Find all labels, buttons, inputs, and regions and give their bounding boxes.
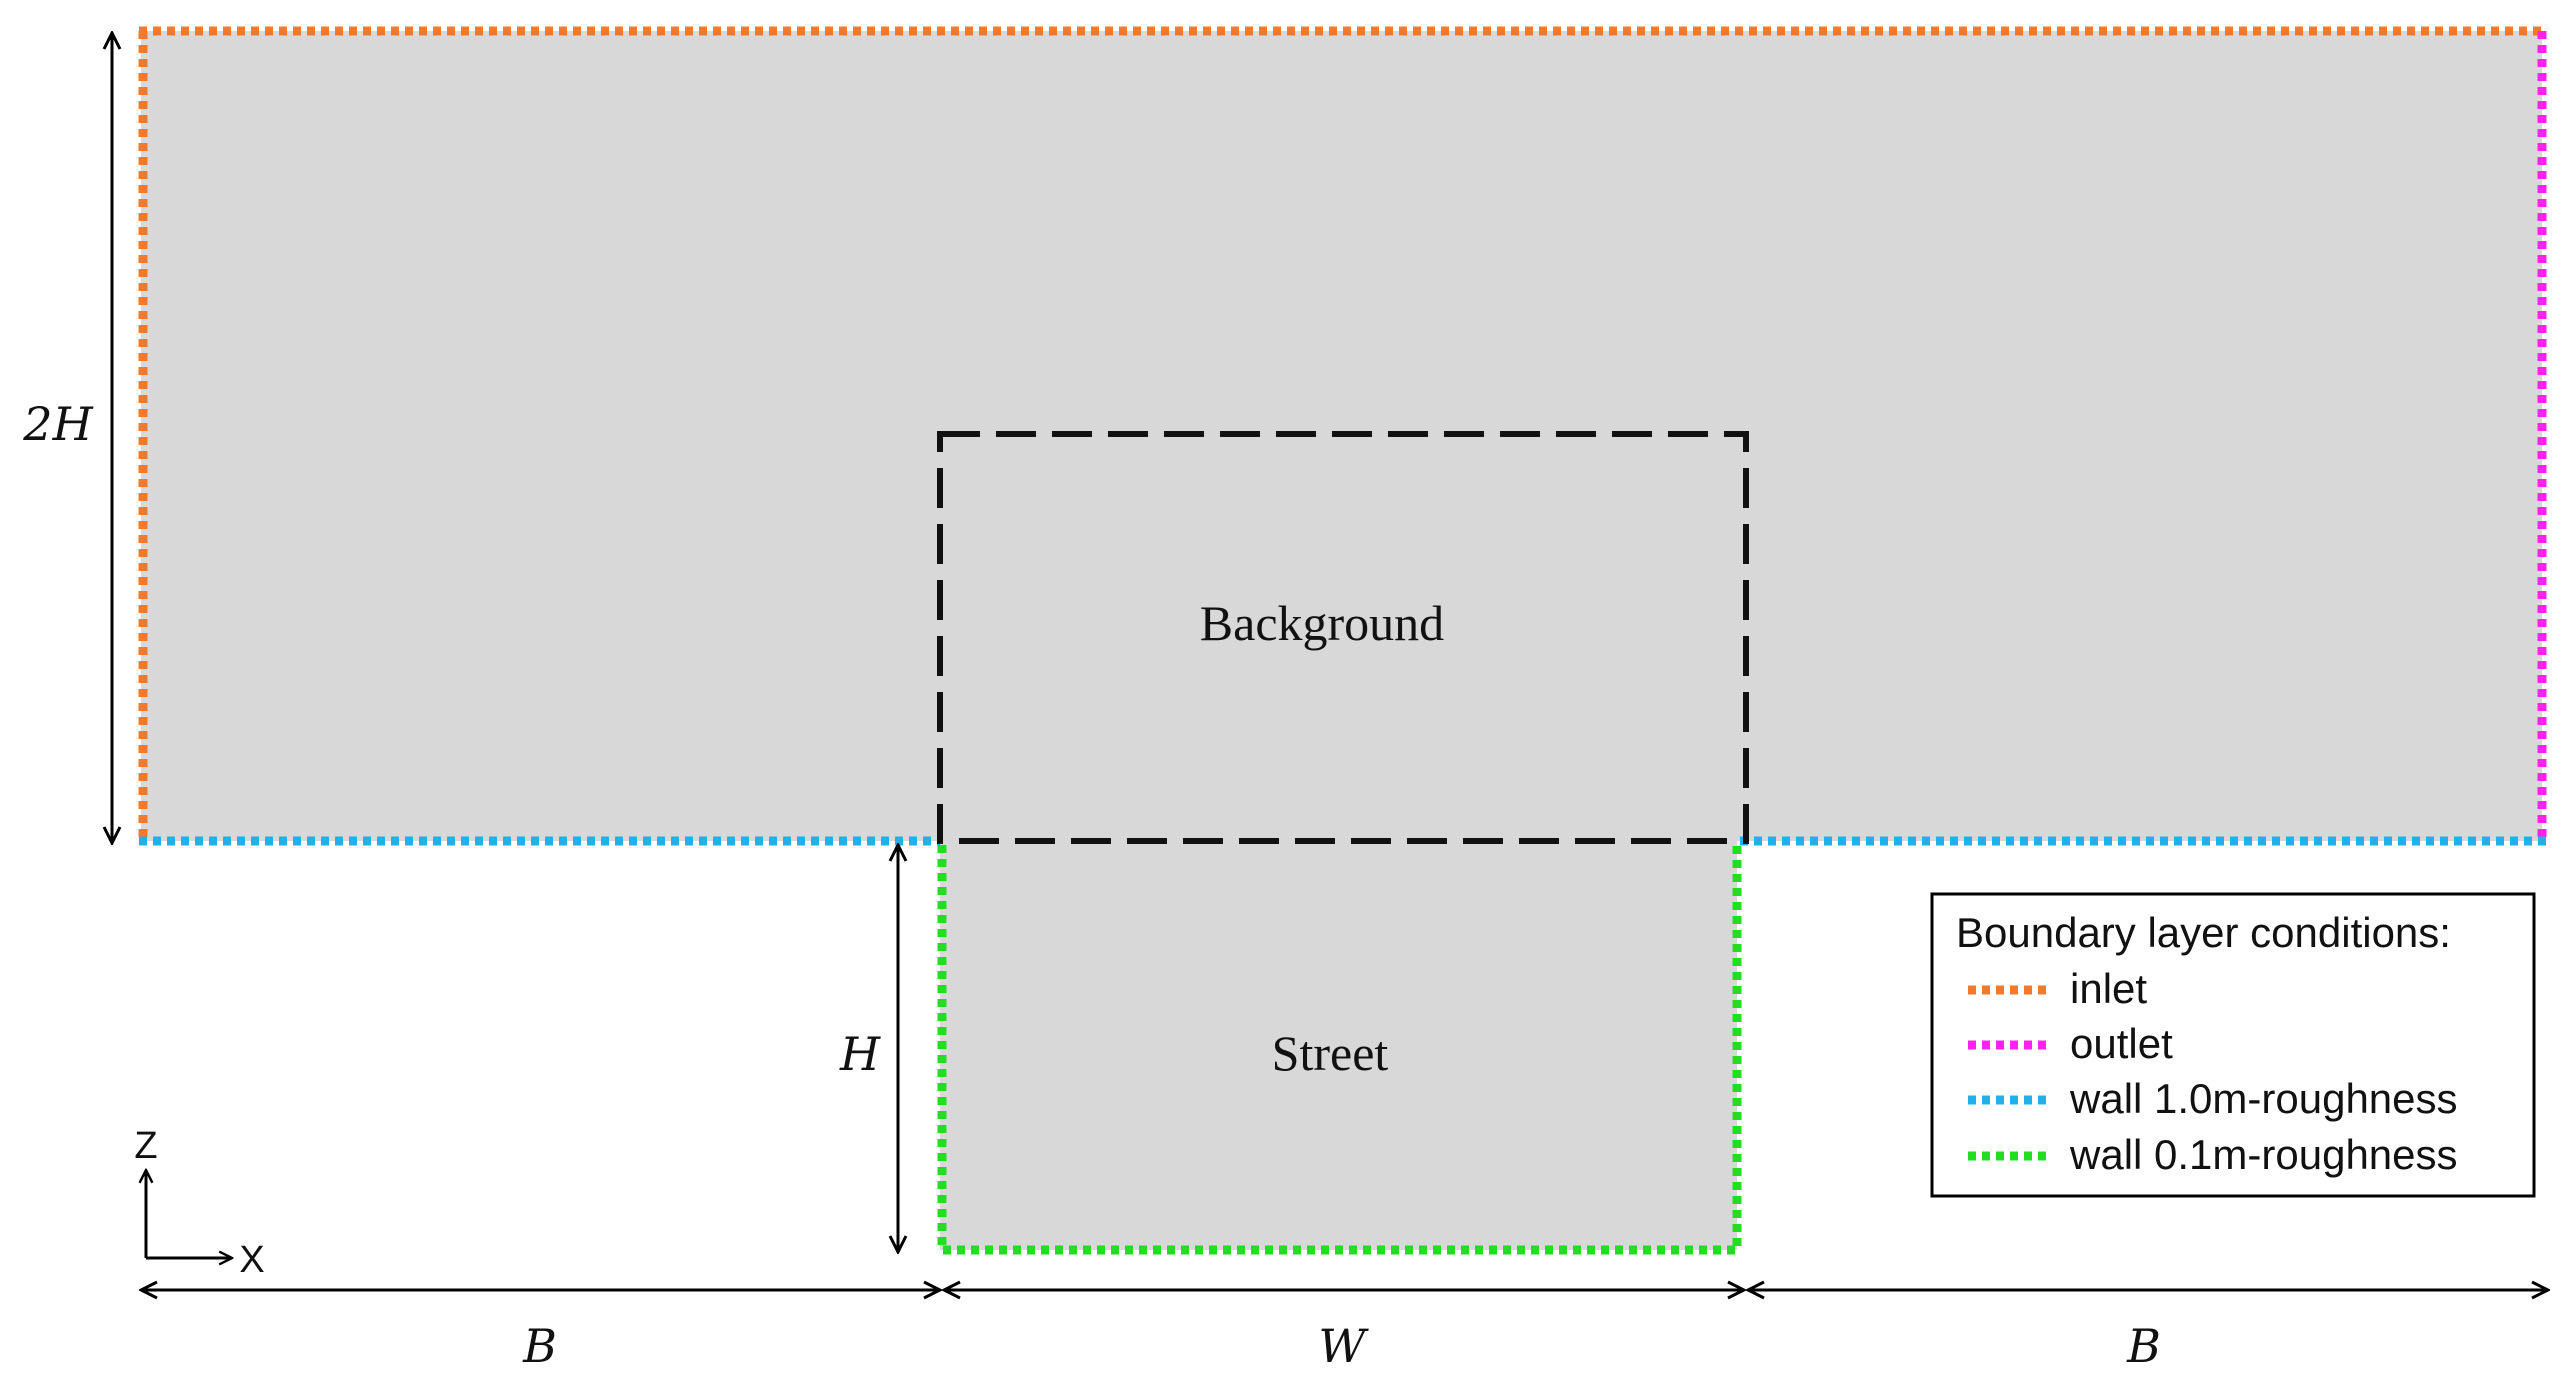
dimension-h-label: H (839, 1027, 881, 1081)
x-axis-label: X (239, 1239, 264, 1281)
z-axis-label: Z (134, 1125, 157, 1167)
street-canyon-region (940, 841, 1737, 1250)
legend: Boundary layer conditions: inlet outlet … (1930, 892, 2536, 1198)
street-label: Street (1272, 1025, 1389, 1081)
legend-label-wall-smooth: wall 0.1m-roughness (2069, 1131, 2458, 1178)
background-label: Background (1200, 595, 1444, 651)
legend-label-inlet: inlet (2070, 965, 2147, 1012)
dimension-w-label: W (1318, 1319, 1369, 1373)
background-box (937, 431, 1749, 844)
legend-title: Boundary layer conditions: (1956, 909, 2451, 956)
dimension-b-right-label: B (2126, 1319, 2161, 1373)
wall-smooth-street (937, 845, 1742, 1255)
dimension-2h-label: 2H (22, 397, 93, 451)
legend-box (1930, 892, 2536, 1198)
legend-label-outlet: outlet (2070, 1020, 2173, 1067)
legend-label-wall-rough: wall 1.0m-roughness (2069, 1075, 2458, 1122)
dimension-b-left-label: B (522, 1319, 557, 1373)
